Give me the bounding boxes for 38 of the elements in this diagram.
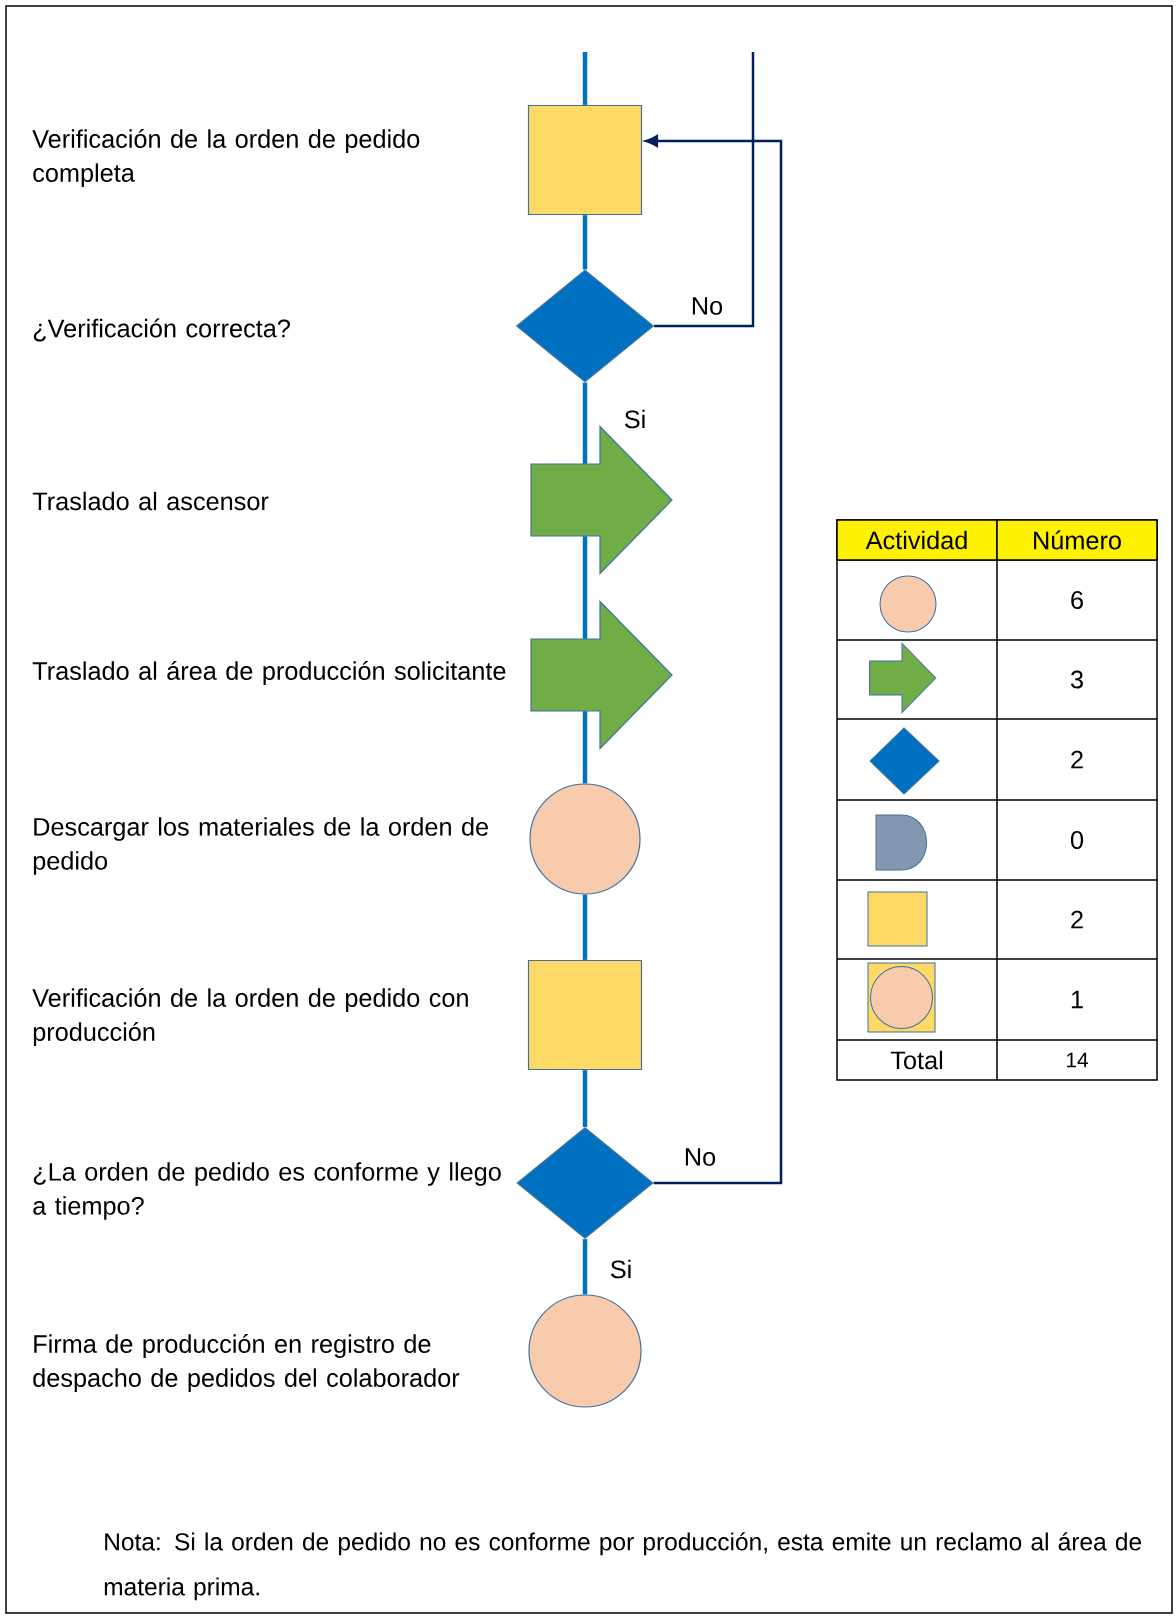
circle-shape (528, 1294, 642, 1408)
edge-label: No (682, 1147, 718, 1167)
table-header-cell: Número (996, 519, 1158, 561)
table-cell: 2 (1071, 910, 1083, 929)
connector (582, 215, 588, 270)
step-label: Traslado al área de producción solicitante (32, 661, 506, 685)
step-label: Verificación de la orden de pedido completa (32, 129, 420, 187)
square-shape (527, 104, 643, 216)
circle-shape (529, 783, 641, 895)
step-label: ¿Verificación correcta? (33, 318, 290, 342)
connector (582, 52, 588, 105)
step-label: ¿La orden de pedido es conforme y llego a tiempo? (33, 1162, 501, 1220)
step-label: Traslado al ascensor (32, 491, 269, 511)
table-cell: 3 (1070, 670, 1083, 689)
step-label: Descargar los materiales de la orden de pedido (33, 817, 488, 875)
table-cell: Total (890, 1050, 943, 1070)
connector (582, 1239, 588, 1295)
table-cell: 6 (1071, 591, 1083, 609)
transport-arrow-shape (530, 600, 673, 750)
connector (582, 711, 588, 784)
table-cell: 2 (1071, 750, 1083, 769)
edge-label: No (689, 296, 725, 316)
connector (654, 52, 755, 328)
edge-label: Si (608, 1258, 634, 1280)
step-label: Firma de producción en registro de despacho de pedidos del colaborador (33, 1334, 460, 1392)
table-header-cell: Actividad (836, 519, 998, 561)
table-cell: 0 (1070, 831, 1084, 849)
table-cell: 1 (1071, 990, 1083, 1009)
table-cell: 14 (1066, 1052, 1089, 1068)
square-shape (527, 959, 643, 1071)
connector (582, 1070, 588, 1127)
connector (582, 536, 588, 639)
step-label: Verificación de la orden de pedido con producción (32, 988, 468, 1046)
note-text: Nota: Si la orden de pedido no es conforme por producción, esta emite un reclamo al área de materia prima. (104, 1532, 1141, 1601)
edge-label: Si (622, 408, 648, 430)
connector (645, 135, 783, 1185)
connector (582, 382, 588, 464)
connector (582, 894, 588, 960)
